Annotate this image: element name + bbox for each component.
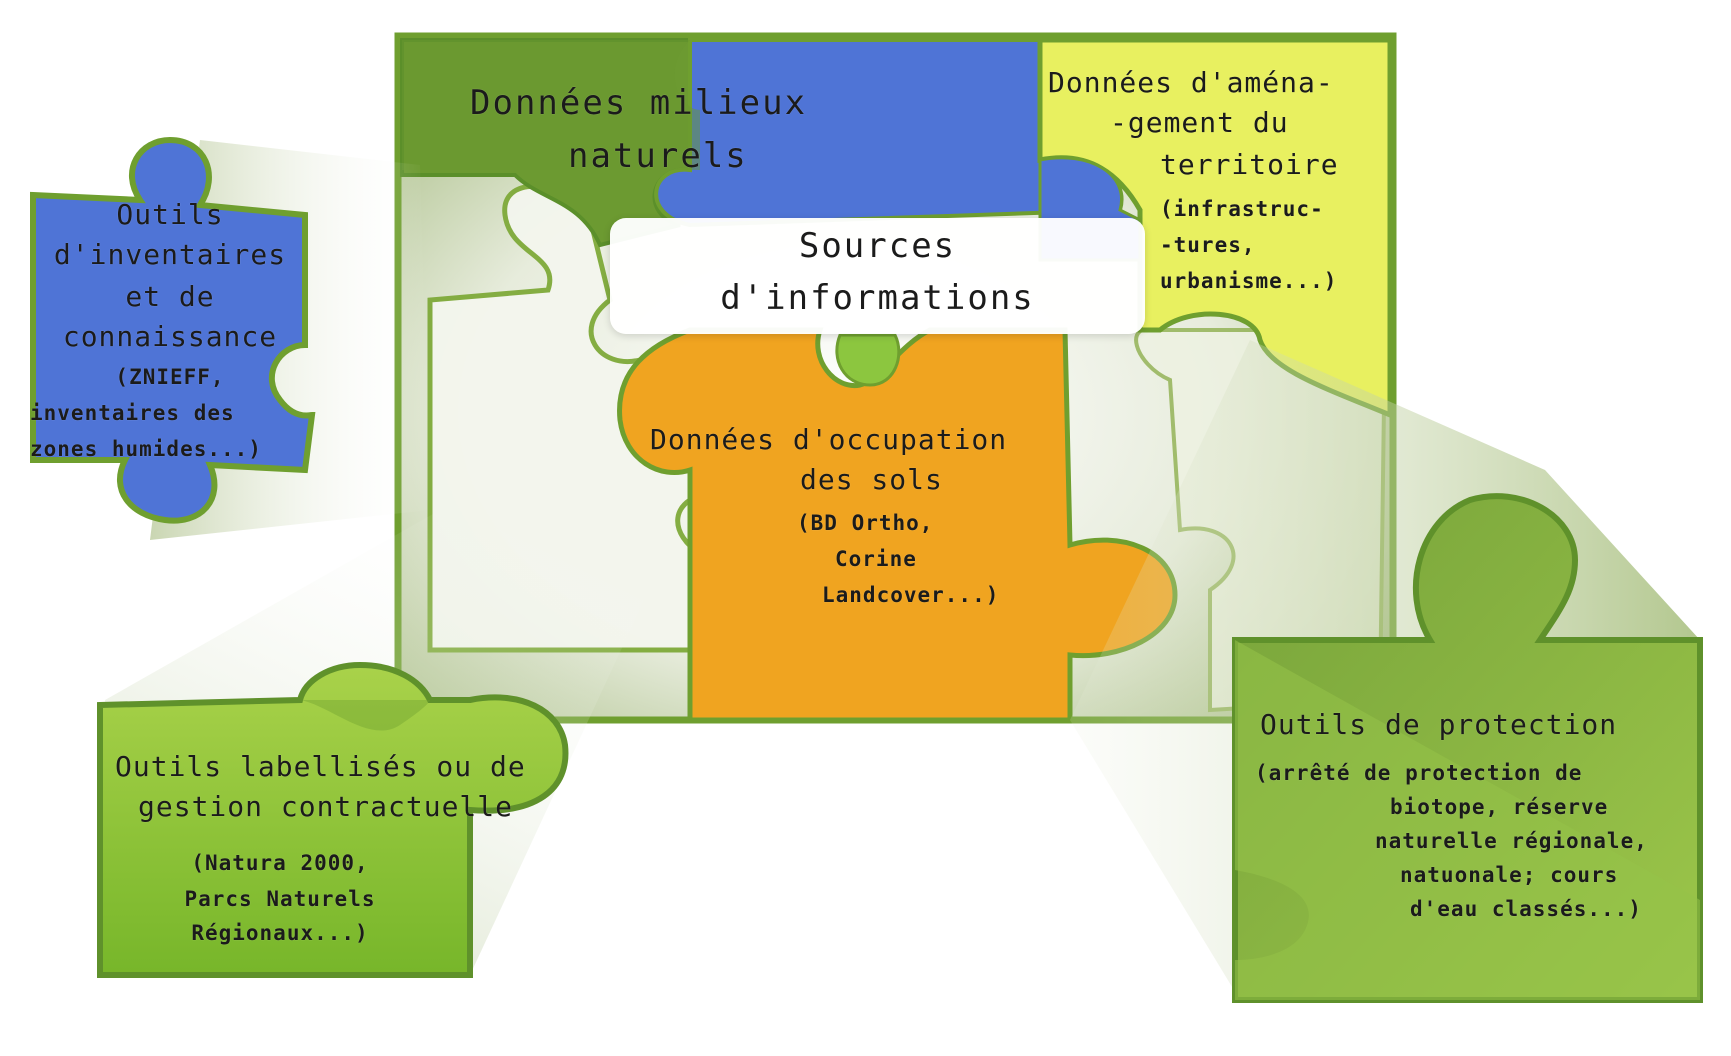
amenagement-detail2: -tures,	[1160, 233, 1256, 257]
piece-inventaires	[30, 136, 316, 524]
protection-detail1: (arrêté de protection de	[1255, 761, 1583, 785]
amenagement-line1: Données d'aména-	[1048, 66, 1334, 99]
labellises-detail1: (Natura 2000,	[191, 851, 369, 875]
sources-line2: d'informations	[720, 278, 1035, 318]
piece-labellises	[97, 661, 569, 978]
piece-milieux	[400, 38, 1124, 248]
amenagement-detail1: (infrastruc-	[1160, 197, 1324, 221]
inventaires-detail2: inventaires des	[30, 401, 235, 425]
piece-protection	[1232, 493, 1703, 1003]
amenagement-detail3: urbanisme...)	[1160, 269, 1338, 293]
labellises-line1: Outils labellisés ou de	[115, 750, 526, 783]
occupation-line2: des sols	[800, 463, 943, 496]
amenagement-line3: territoire	[1160, 148, 1339, 181]
inventaires-detail1: (ZNIEFF,	[115, 365, 225, 389]
labellises-detail2: Parcs Naturels	[184, 887, 376, 911]
occupation-detail2: Corine	[835, 547, 917, 571]
protection-detail4: natuonale; cours	[1400, 863, 1619, 887]
amenagement-line2: -gement du	[1110, 106, 1289, 139]
protection-detail2: biotope, réserve	[1390, 795, 1609, 819]
milieux-line1: Données milieux	[470, 83, 808, 123]
occupation-detail1: (BD Ortho,	[797, 511, 934, 535]
inventaires-detail3: zones humides...)	[30, 437, 262, 461]
labellises-detail3: Régionaux...)	[191, 921, 369, 945]
inventaires-line2: d'inventaires	[53, 238, 287, 271]
milieux-line2: naturels	[568, 136, 748, 176]
occupation-detail3: Landcover...)	[822, 583, 1000, 607]
sources-line1: Sources	[798, 226, 957, 266]
inventaires-line4: connaissance	[62, 320, 278, 353]
protection-detail3: naturelle régionale,	[1375, 829, 1648, 853]
inventaires-line1: Outils	[116, 198, 224, 231]
protection-line1: Outils de protection	[1260, 708, 1618, 741]
occupation-line1: Données d'occupation	[650, 423, 1008, 456]
inventaires-line3: et de	[125, 280, 215, 313]
labellises-line2: gestion contractuelle	[138, 790, 514, 823]
protection-detail5: d'eau classés...)	[1410, 897, 1642, 921]
sources-box	[610, 218, 1145, 334]
